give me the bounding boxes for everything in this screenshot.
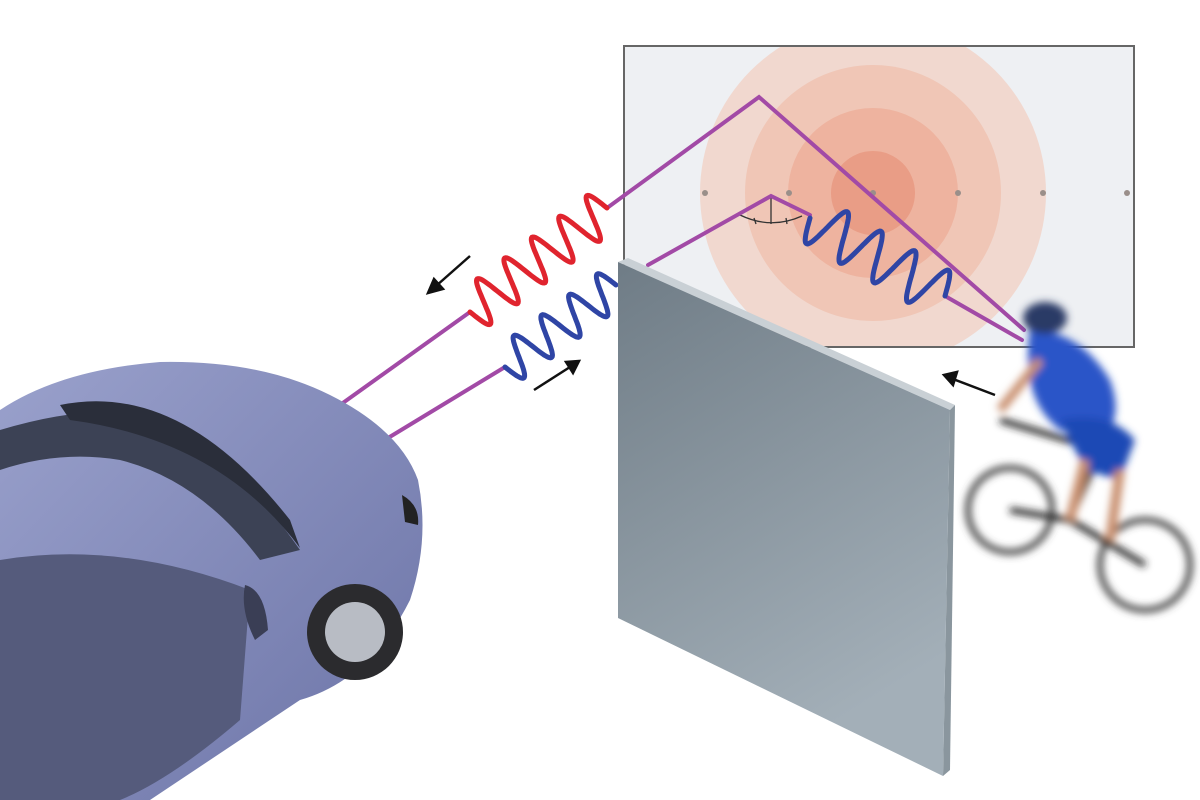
cyclist: [965, 302, 1193, 613]
returning-wave: [502, 271, 619, 381]
arrow-left-icon: [425, 255, 471, 295]
wall-top-edge: [618, 258, 955, 410]
cyclist-arm: [996, 357, 1044, 413]
grid-dot: [702, 190, 708, 196]
wall-face: [618, 262, 950, 776]
wall-bounce-path: [646, 193, 812, 267]
arrow-right-icon: [533, 359, 582, 392]
occluding-wall: [618, 258, 955, 776]
grid-dot: [786, 190, 792, 196]
outgoing-path-car: [338, 310, 472, 407]
cyclist-legs: [1065, 458, 1125, 541]
wall-side-edge: [943, 405, 955, 776]
cyclist-jersey: [1028, 330, 1116, 440]
grid-dot: [1124, 190, 1130, 196]
car-rim: [325, 602, 385, 662]
cyclist-helmet: [1023, 302, 1067, 334]
cyclist-shorts: [1060, 417, 1135, 480]
grid-dot: [955, 190, 961, 196]
signal-paths: [338, 94, 1026, 440]
outgoing-wave: [467, 192, 610, 328]
car-wiper: [60, 401, 300, 548]
car-windshield: [0, 412, 300, 560]
car: [0, 361, 423, 800]
direct-reflection-path: [605, 94, 1026, 332]
car-mirror: [243, 585, 268, 640]
grid-dot: [1040, 190, 1046, 196]
bike-front-wheel: [1097, 517, 1193, 613]
grid-dots: [702, 190, 1130, 196]
car-headlight: [402, 495, 419, 525]
arrow-left-icon: [941, 370, 996, 397]
cyclist-return-path: [943, 294, 1024, 342]
reflection-angle-marker: [739, 196, 803, 225]
cyclist-echo-wave: [802, 209, 953, 305]
bike-rear-wheel: [965, 465, 1055, 555]
car-side-window: [0, 554, 250, 800]
returning-path-car: [386, 365, 507, 440]
